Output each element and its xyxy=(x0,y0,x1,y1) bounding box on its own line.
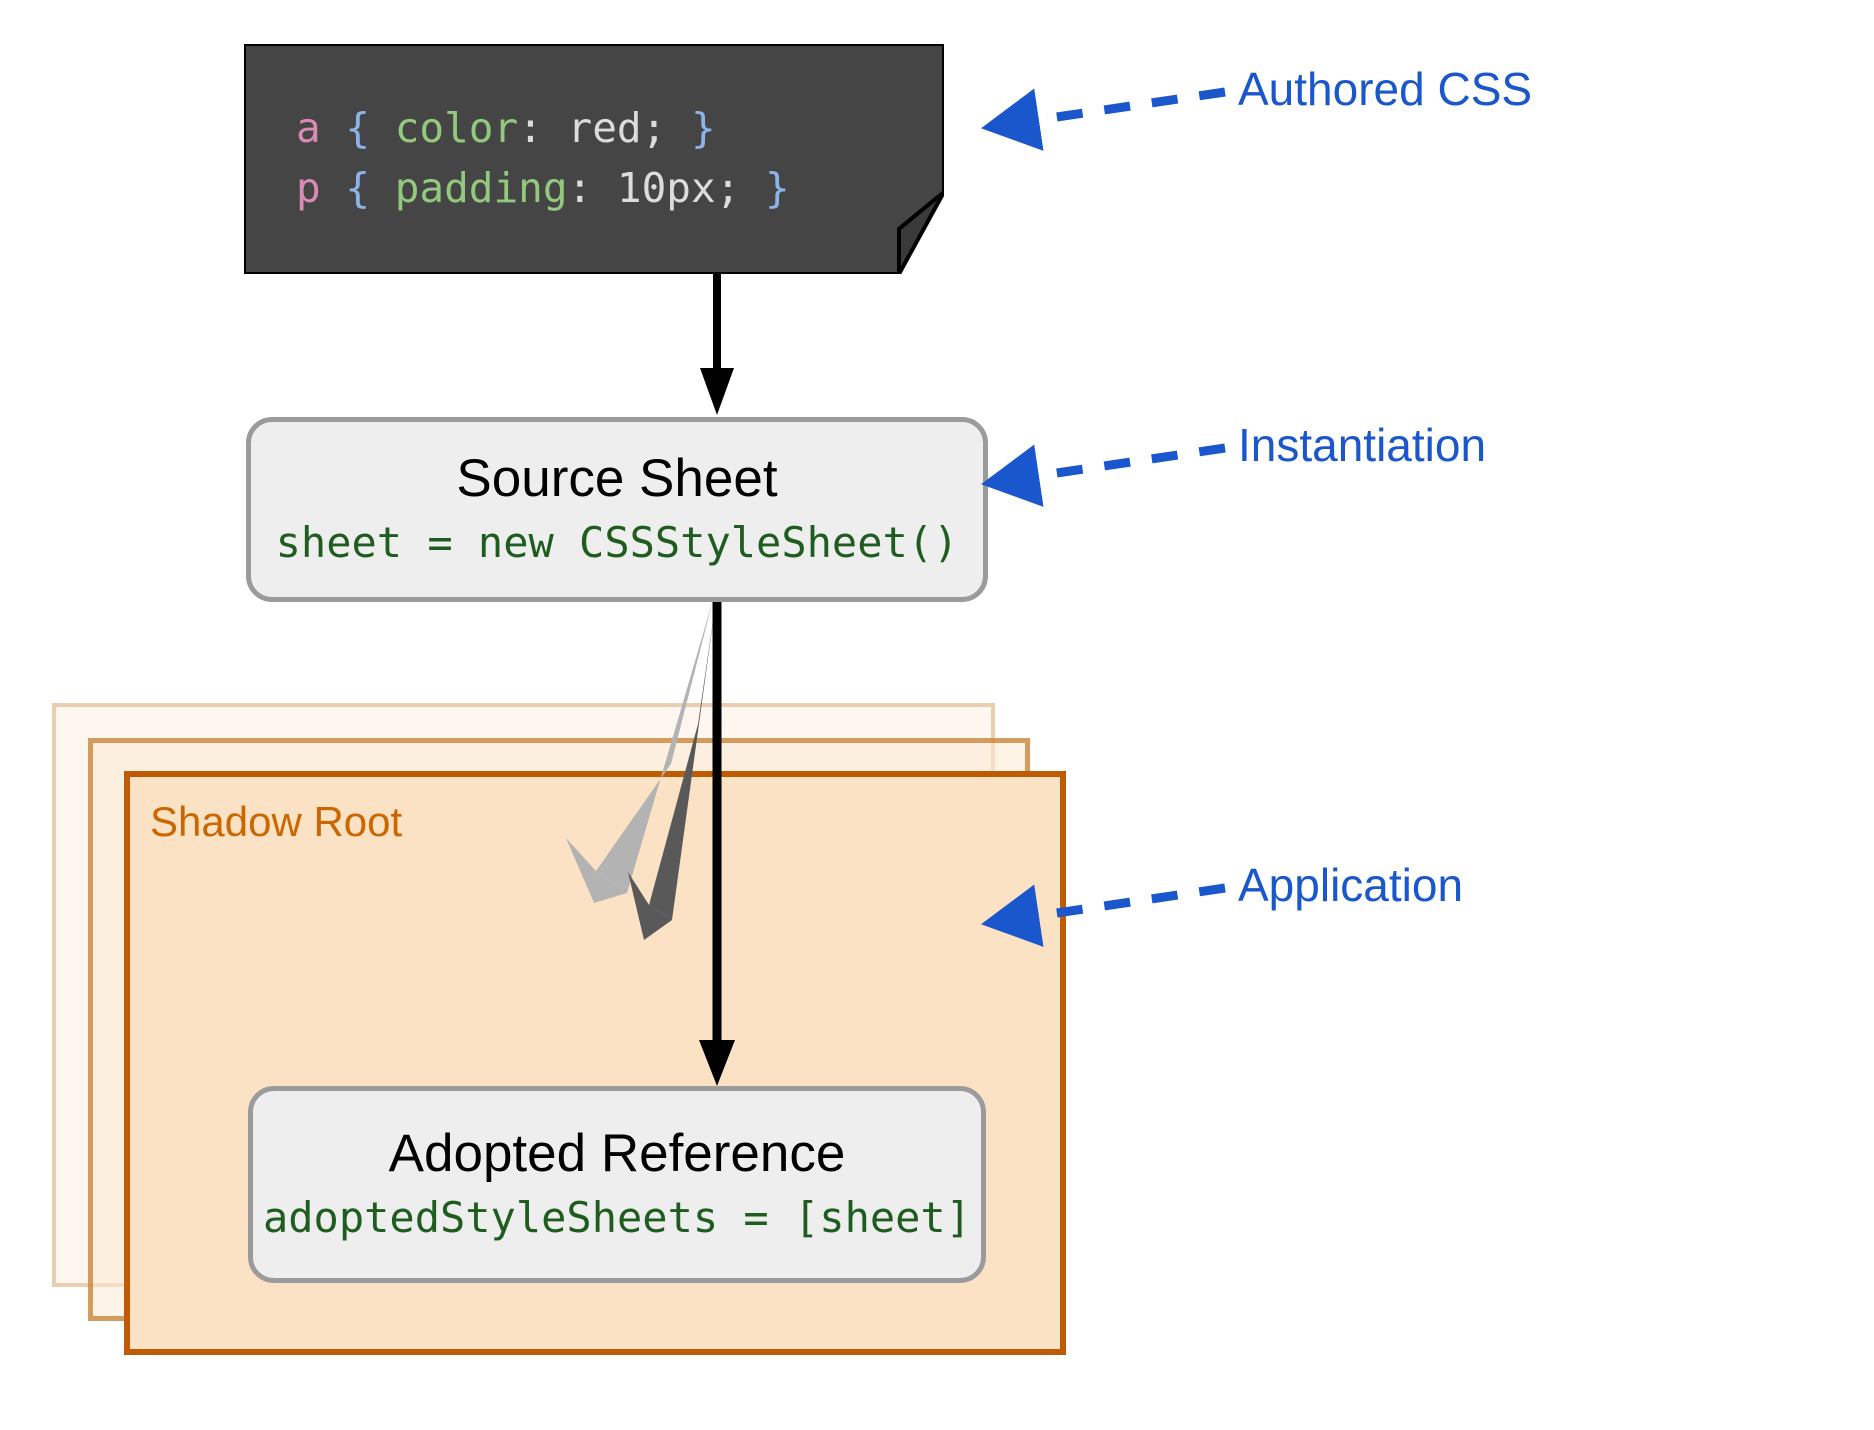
css-open-brace-1: { xyxy=(345,104,371,152)
adopted-reference-title: Adopted Reference xyxy=(388,1123,846,1183)
css-property-padding: padding xyxy=(394,164,568,212)
adopted-reference-node: Adopted Reference adoptedStyleSheets = [… xyxy=(248,1086,986,1283)
css-close-brace-2: } xyxy=(765,164,790,212)
source-sheet-node: Source Sheet sheet = new CSSStyleSheet() xyxy=(246,417,988,602)
arrow-code-to-source-sheet xyxy=(700,274,734,415)
callout-label-application: Application xyxy=(1238,859,1464,911)
css-value-10px: 10px; xyxy=(616,164,741,212)
source-sheet-title: Source Sheet xyxy=(456,448,778,508)
source-sheet-code: sheet = new CSSStyleSheet() xyxy=(275,517,959,567)
callout-arrow-authored-css xyxy=(981,87,1226,151)
adopted-reference-code: adoptedStyleSheets = [sheet] xyxy=(262,1192,971,1242)
css-close-brace-1: } xyxy=(690,104,716,152)
css-value-red: red; xyxy=(567,104,667,152)
css-colon-1: : xyxy=(518,104,543,152)
authored-css-note: a { color: red; } p { padding: 10px; } xyxy=(244,44,944,274)
callout-arrow-instantiation xyxy=(981,443,1226,507)
callout-label-instantiation: Instantiation xyxy=(1238,419,1487,471)
css-selector-p: p xyxy=(296,164,321,212)
css-property-color: color xyxy=(394,104,519,152)
note-shape-icon xyxy=(244,44,944,274)
callout-label-authored-css: Authored CSS xyxy=(1238,63,1533,115)
css-colon-2: : xyxy=(567,164,593,212)
shadow-root-label: Shadow Root xyxy=(150,798,403,845)
css-open-brace-2: { xyxy=(345,164,371,212)
authored-css-code: a { color: red; } p { padding: 10px; } xyxy=(296,98,790,218)
css-selector-a: a xyxy=(296,104,321,152)
